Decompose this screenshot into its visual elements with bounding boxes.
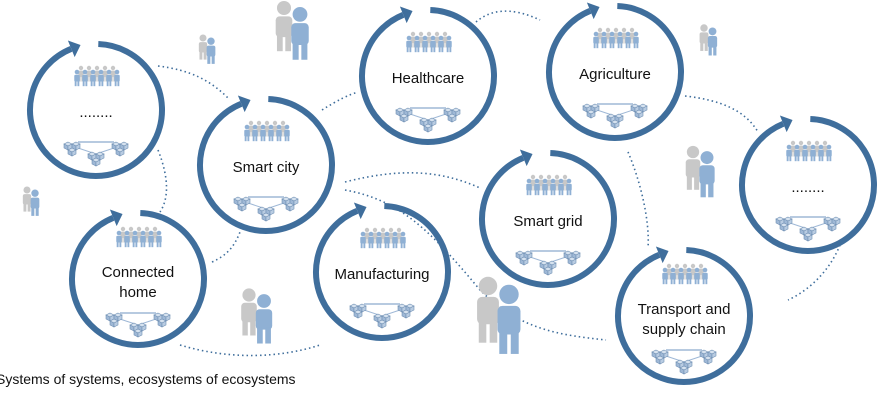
cubes-icon — [349, 303, 415, 329]
ecosystem-label: ........ — [79, 104, 112, 121]
ring-arc — [197, 96, 335, 234]
ecosystem-label: Agriculture — [579, 66, 651, 83]
ecosystem-smart-grid: Smart grid — [479, 149, 617, 288]
ring-arc — [359, 7, 497, 145]
cubes-icon — [105, 312, 171, 338]
people-group-icon — [244, 120, 290, 142]
ecosystem-smart-city: Smart city — [197, 95, 335, 234]
ring-arc — [739, 116, 877, 254]
ecosystem-label: Smart city — [233, 159, 300, 176]
ring-arrow-icon — [655, 246, 669, 264]
ring-arrow-icon — [519, 149, 533, 167]
person-pair-icon — [275, 0, 309, 60]
person-pair-icon — [685, 145, 715, 198]
ecosystem-label: Connected — [102, 264, 175, 281]
ecosystem-label: Manufacturing — [334, 266, 429, 283]
ring-arc — [479, 150, 617, 288]
connector — [157, 65, 229, 99]
connector — [475, 10, 541, 23]
ecosystem-label: Smart grid — [513, 213, 582, 230]
connector — [684, 95, 759, 133]
ecosystem-agriculture: Agriculture — [546, 2, 684, 141]
connector — [627, 151, 650, 249]
people-group-icon — [526, 174, 572, 196]
cubes-icon — [233, 196, 299, 222]
cubes-icon — [63, 141, 129, 167]
connector — [157, 149, 168, 213]
connector — [211, 231, 241, 263]
caption: Systems of systems, ecosystems of ecosys… — [0, 371, 296, 387]
ring-arrow-icon — [109, 209, 123, 227]
person-pair-icon — [241, 288, 273, 344]
people-groups — [22, 0, 718, 354]
connector — [179, 344, 321, 357]
ring-arc — [615, 247, 753, 385]
ring-arrow-icon — [353, 202, 367, 220]
ring-arrow-icon — [399, 6, 413, 24]
ecosystem-unnamed-left: ........ — [27, 40, 165, 179]
ring-arrow-icon — [586, 2, 600, 20]
ecosystem-label: supply chain — [642, 321, 725, 338]
ring-arc — [313, 203, 451, 341]
ecosystem-label: Transport and — [638, 301, 731, 318]
ecosystem-unnamed-right: ........ — [739, 115, 877, 254]
people-group-icon — [116, 226, 162, 248]
cubes-icon — [775, 216, 841, 242]
ecosystem-healthcare: Healthcare — [359, 6, 497, 145]
ecosystem-manufacturing: Manufacturing — [313, 202, 451, 341]
people-group-icon — [786, 140, 832, 162]
ring-arc — [69, 210, 207, 348]
cubes-icon — [395, 107, 461, 133]
ring-arrow-icon — [237, 95, 251, 113]
cubes-icon — [651, 349, 717, 375]
people-group-icon — [406, 31, 452, 53]
ring-arc — [27, 41, 165, 179]
person-pair-icon — [22, 186, 40, 216]
ring-arc — [546, 3, 684, 141]
person-pair-icon — [477, 276, 521, 354]
people-group-icon — [360, 227, 406, 249]
person-pair-icon — [699, 24, 718, 56]
ecosystem-transport: Transport and supply chain — [615, 246, 753, 385]
connector — [321, 91, 359, 111]
ecosystem-connected-home: Connected home — [69, 209, 207, 348]
people-group-icon — [662, 263, 708, 285]
ring-arrow-icon — [779, 115, 793, 133]
cubes-icon — [582, 103, 648, 129]
ecosystem-label: home — [119, 284, 157, 301]
people-group-icon — [593, 27, 639, 49]
people-group-icon — [74, 65, 120, 87]
cubes-icon — [515, 250, 581, 276]
person-pair-icon — [198, 34, 216, 64]
connector — [344, 172, 481, 189]
ecosystem-label: ........ — [791, 179, 824, 196]
ring-arrow-icon — [67, 40, 81, 58]
ecosystem-label: Healthcare — [392, 70, 465, 87]
